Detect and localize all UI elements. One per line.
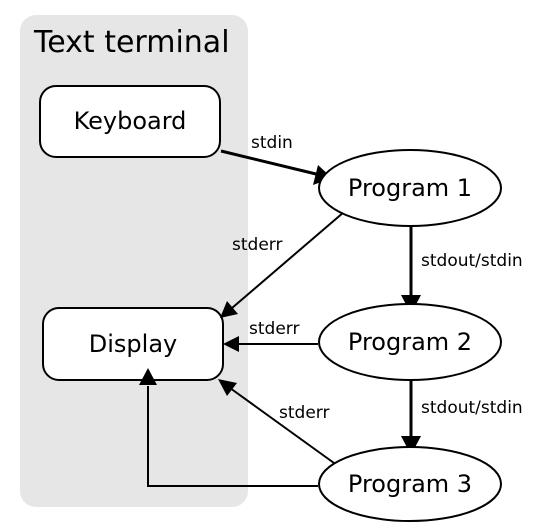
- program-1-label: Program 1: [348, 174, 472, 202]
- program-2-label: Program 2: [348, 328, 472, 356]
- elbow-edge: [147, 386, 318, 487]
- pipe-label-1-2: stdout/stdin: [421, 251, 523, 271]
- keyboard-node: [39, 85, 221, 158]
- stderr-arrowhead-1: [220, 301, 238, 318]
- stderr-label-2: stderr: [249, 319, 299, 339]
- stdin-label: stdin: [251, 133, 293, 153]
- display-label: Display: [89, 330, 177, 358]
- program-2-node: [318, 303, 502, 381]
- program-3-node: [318, 446, 502, 522]
- terminal-title: Text terminal: [33, 25, 230, 60]
- program-3-label: Program 3: [348, 470, 472, 498]
- program-1-node: [318, 149, 502, 227]
- stdin-arrowhead: [313, 165, 332, 185]
- pipe-arrowhead-2-3: [401, 436, 421, 455]
- keyboard-label: Keyboard: [74, 107, 187, 135]
- pipe-label-2-3: stdout/stdin: [421, 398, 523, 418]
- elbow-arrowhead: [139, 368, 157, 385]
- stderr-edge-1: [231, 211, 345, 309]
- stderr-label-1: stderr: [232, 235, 282, 255]
- stderr-arrowhead-3: [218, 379, 237, 396]
- stderr-arrowhead-2: [223, 336, 239, 352]
- stderr-label-3: stderr: [279, 403, 329, 423]
- stderr-edge-3: [229, 387, 335, 464]
- stdin-edge: [220, 149, 317, 176]
